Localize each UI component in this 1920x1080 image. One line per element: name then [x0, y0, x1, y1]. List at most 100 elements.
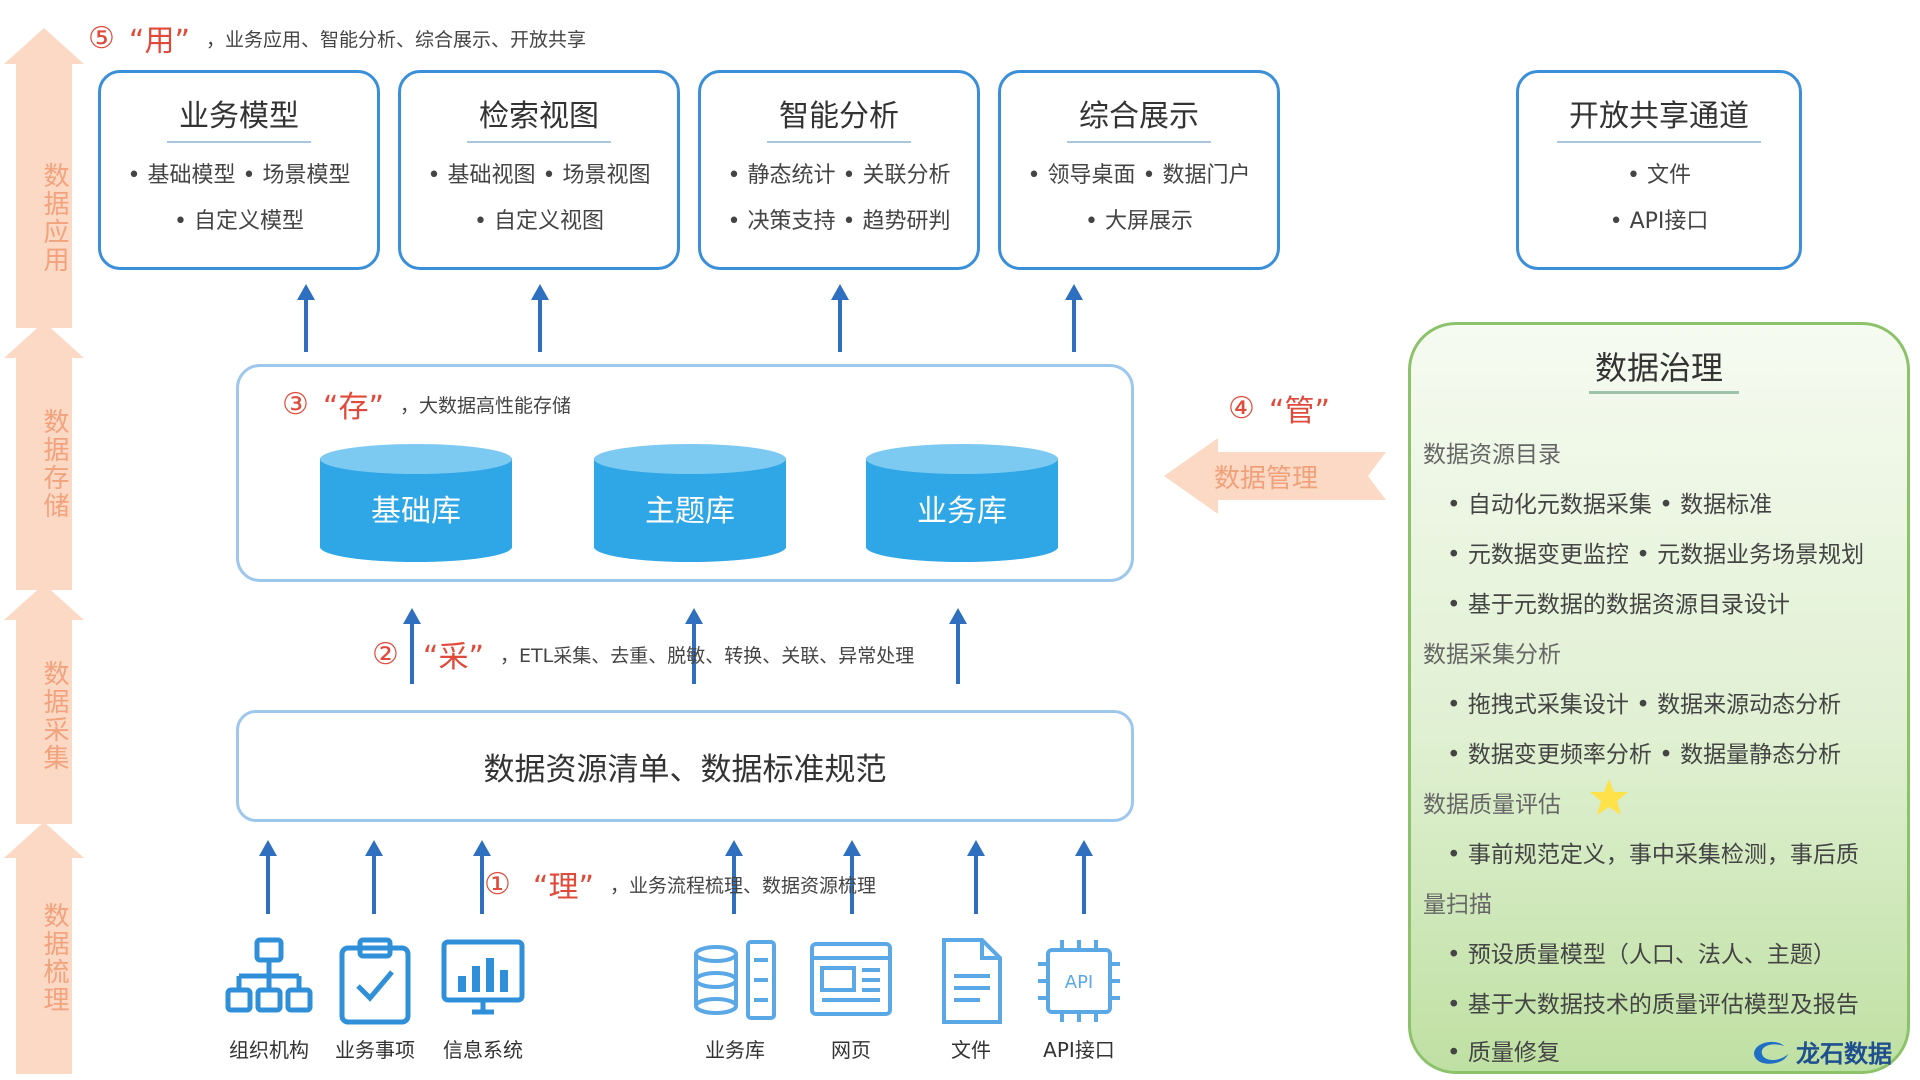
- storage-box: [236, 364, 1134, 582]
- api-chip-text: API: [1065, 972, 1093, 993]
- up-arrow: [403, 608, 421, 684]
- side-arrow-label: 数据梳理: [39, 902, 69, 1014]
- up-arrow: [297, 284, 315, 352]
- up-arrow: [473, 840, 491, 914]
- up-arrow: [259, 840, 277, 914]
- section-use: ⑤ “用” ，业务应用、智能分析、综合展示、开放共享: [88, 16, 586, 60]
- section-key: “存”: [322, 390, 384, 425]
- brand-logo: 龙石数据: [1750, 1034, 1892, 1069]
- app-box-line: • 大屏展示: [1085, 209, 1193, 234]
- database-server-icon: [694, 940, 776, 1020]
- up-arrow: [725, 840, 743, 914]
- governance-row: • 元数据变更监控 • 元数据业务场景规划: [1447, 542, 1865, 568]
- database-label: 业务库: [917, 494, 1007, 529]
- app-box-business-model: 业务模型 • 基础模型 • 场景模型 • 自定义模型: [98, 70, 380, 270]
- source-caption: 信息系统: [443, 1038, 523, 1062]
- source-caption: API接口: [1043, 1038, 1115, 1062]
- app-box-line: • 领导桌面 • 数据门户: [1027, 163, 1251, 188]
- app-box-title: 智能分析: [767, 91, 911, 143]
- section-number: ①: [484, 866, 511, 902]
- app-box-line: • 基础视图 • 场景视图: [427, 163, 651, 188]
- database-cylinder-business: 业务库: [866, 444, 1058, 562]
- up-arrow: [1065, 284, 1083, 352]
- side-arrow-collect: 数据采集: [4, 584, 84, 824]
- section-desc: ，ETL采集、去重、脱敏、转换、关联、异常处理: [500, 644, 915, 667]
- side-arrow-store: 数据存储: [4, 322, 84, 590]
- app-box-display: 综合展示 • 领导桌面 • 数据门户 • 大屏展示: [998, 70, 1280, 270]
- section-number: ⑤: [88, 20, 115, 56]
- app-box-line: • 自定义视图: [474, 209, 604, 234]
- governance-row: • 预设质量模型（人口、法人、主题）: [1447, 942, 1836, 968]
- side-arrow-label: 数据应用: [39, 162, 69, 274]
- app-box-title: 业务模型: [167, 91, 311, 143]
- governance-row: 数据资源目录: [1423, 442, 1561, 468]
- org-chart-icon: [225, 937, 313, 1013]
- monitor-chart-icon: [441, 939, 525, 1015]
- source-caption: 文件: [951, 1038, 991, 1062]
- source-caption: 业务库: [705, 1038, 765, 1062]
- section-number: ④: [1228, 390, 1255, 426]
- section-key: “管”: [1268, 394, 1330, 429]
- side-arrow-label: 数据存储: [39, 408, 69, 520]
- section-key: “采”: [422, 640, 484, 675]
- database-label: 基础库: [371, 494, 461, 529]
- database-cylinder-basic: 基础库: [320, 444, 512, 562]
- logo-text: 龙石数据: [1796, 1040, 1892, 1068]
- data-management-arrow: [1164, 438, 1386, 514]
- section-collect: ② “采” ，ETL采集、去重、脱敏、转换、关联、异常处理: [372, 632, 914, 676]
- app-box-line: • 静态统计 • 关联分析: [727, 163, 951, 188]
- governance-title: 数据治理: [1594, 349, 1723, 387]
- up-arrow: [531, 284, 549, 352]
- up-arrow: [831, 284, 849, 352]
- app-box-title: 开放共享通道: [1557, 91, 1761, 143]
- database-cylinder-topic: 主题库: [594, 444, 786, 562]
- side-arrow-label: 数据采集: [39, 660, 69, 772]
- section-desc: ，业务流程梳理、数据资源梳理: [610, 874, 877, 897]
- governance-row: • 质量修复: [1447, 1040, 1560, 1066]
- governance-row: 数据采集分析: [1423, 642, 1561, 668]
- section-store: ③ “存” ，大数据高性能存储: [282, 382, 571, 426]
- app-box-line: • 文件: [1627, 163, 1691, 188]
- section-desc: ，大数据高性能存储: [400, 394, 572, 417]
- governance-row: • 基于元数据的数据资源目录设计: [1447, 592, 1790, 618]
- source-caption: 业务事项: [335, 1038, 415, 1062]
- api-chip-icon: API: [1038, 940, 1120, 1022]
- up-arrow: [685, 608, 703, 684]
- up-arrow: [967, 840, 985, 914]
- app-box-line: • 自定义模型: [174, 209, 304, 234]
- governance-row: • 数据变更频率分析 • 数据量静态分析: [1447, 742, 1842, 768]
- up-arrow: [949, 608, 967, 684]
- governance-row: • 自动化元数据采集 • 数据标准: [1447, 492, 1773, 518]
- source-caption: 组织机构: [229, 1038, 309, 1062]
- governance-row: • 基于大数据技术的质量评估模型及报告: [1447, 992, 1859, 1018]
- section-number: ③: [282, 386, 309, 422]
- section-desc: ，业务应用、智能分析、综合展示、开放共享: [206, 28, 587, 51]
- section-number: ②: [372, 636, 399, 672]
- document-file-icon: [942, 938, 1002, 1024]
- clipboard-check-icon: [339, 937, 411, 1025]
- app-box-open-share: 开放共享通道 • 文件 • API接口: [1516, 70, 1802, 270]
- section-organize: ① “理” ，业务流程梳理、数据资源梳理: [484, 862, 876, 906]
- app-box-line: • 决策支持 • 趋势研判: [727, 209, 951, 234]
- app-box-line: • 基础模型 • 场景模型: [127, 163, 351, 188]
- side-arrow-apply: 数据应用: [4, 28, 84, 328]
- side-arrow-organize: 数据梳理: [4, 822, 84, 1074]
- logo-swirl-icon: [1754, 1041, 1788, 1064]
- app-box-title: 检索视图: [467, 91, 611, 143]
- webpage-icon: [810, 942, 892, 1016]
- database-label: 主题库: [645, 494, 735, 529]
- star-icon: [1590, 779, 1628, 815]
- up-arrow: [365, 840, 383, 914]
- up-arrow: [843, 840, 861, 914]
- governance-row: 量扫描: [1423, 892, 1492, 918]
- source-caption: 网页: [831, 1038, 871, 1062]
- section-manage: ④ “管”: [1228, 386, 1330, 430]
- section-key: “理”: [532, 870, 594, 905]
- governance-row: • 拖拽式采集设计 • 数据来源动态分析: [1447, 692, 1842, 718]
- data-management-label: 数据管理: [1214, 464, 1319, 494]
- section-key: “用”: [128, 24, 190, 59]
- app-box-smart-analysis: 智能分析 • 静态统计 • 关联分析 • 决策支持 • 趋势研判: [698, 70, 980, 270]
- governance-row: • 事前规范定义，事中采集检测，事后质: [1447, 842, 1859, 868]
- governance-panel: 数据治理 数据资源目录 • 自动化元数据采集 • 数据标准 • 元数据变更监控 …: [1408, 322, 1910, 1074]
- app-box-title: 综合展示: [1067, 91, 1211, 143]
